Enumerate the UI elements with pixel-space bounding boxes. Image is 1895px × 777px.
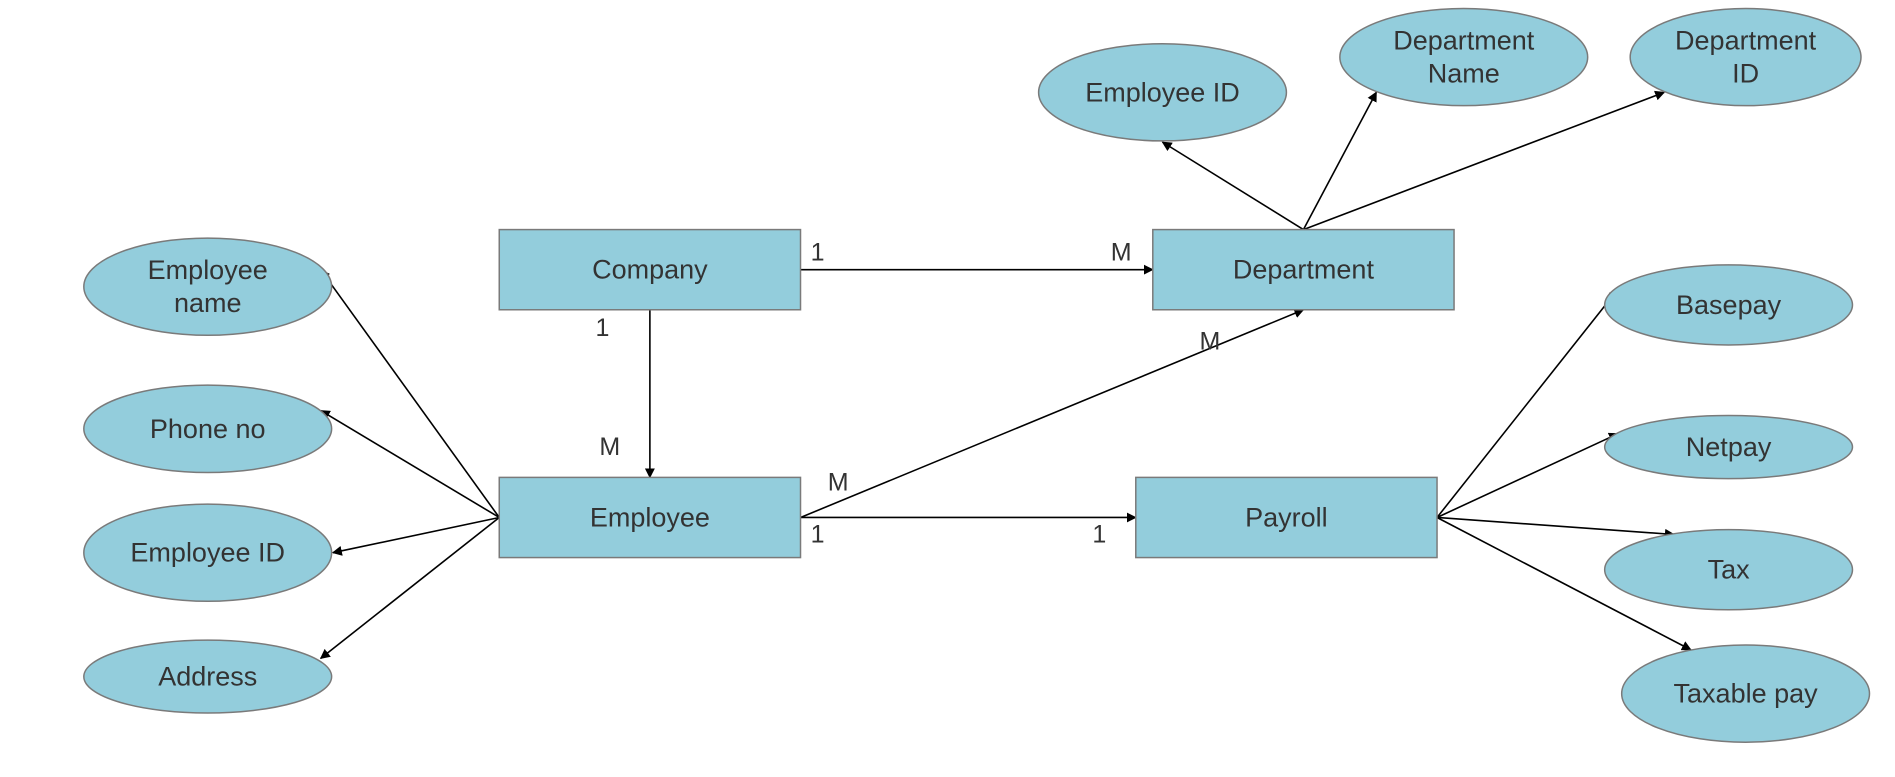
edge-employee-name <box>320 268 500 518</box>
entity-box <box>498 228 802 311</box>
entity-label: Employee <box>590 502 710 532</box>
edge-employee-phone <box>319 409 500 519</box>
attribute-label: Phone no <box>150 414 266 444</box>
cardinality-label: 1 <box>596 314 610 342</box>
entity-box <box>1135 476 1438 559</box>
attribute-label: Address <box>158 662 257 692</box>
entity-box <box>498 476 802 559</box>
edge-payroll-tax <box>1436 516 1675 539</box>
attribute-ellipse <box>1603 528 1854 611</box>
cardinality-label: 1 <box>1092 520 1106 548</box>
entity-payroll[interactable]: Payroll <box>1135 476 1438 559</box>
attribute-phone[interactable]: Phone no <box>83 384 333 474</box>
attribute-basepay[interactable]: Basepay <box>1603 264 1854 346</box>
attribute-ellipse <box>1603 414 1854 480</box>
cardinality-label: M <box>1111 239 1132 267</box>
edge-employee-address <box>319 516 500 660</box>
attribute-ellipse <box>1620 644 1871 743</box>
edge-payroll-taxable <box>1436 516 1692 651</box>
attribute-ellipse <box>1339 7 1589 107</box>
attribute-ellipse <box>83 384 333 474</box>
attribute-label: Netpay <box>1686 432 1772 462</box>
entity-label: Payroll <box>1245 502 1328 532</box>
attribute-label: Name <box>1428 59 1500 89</box>
entity-department[interactable]: Department <box>1152 228 1455 311</box>
attribute-ellipse <box>83 237 333 337</box>
edge-dept-name <box>1302 91 1378 230</box>
edge-payroll-netpay <box>1436 432 1619 519</box>
edge-payroll-basepay <box>1436 288 1619 518</box>
entity-company[interactable]: Company <box>498 228 802 311</box>
cardinality-label: M <box>1199 327 1220 355</box>
entity-label: Department <box>1233 255 1375 285</box>
cardinality-label: M <box>828 468 849 496</box>
edge-employee-id <box>331 516 500 556</box>
attribute-label: Employee <box>148 255 268 285</box>
entity-label: Company <box>592 255 708 285</box>
attribute-label: ID <box>1732 59 1759 89</box>
entity-employee[interactable]: Employee <box>498 476 802 559</box>
attribute-ellipse <box>83 503 333 603</box>
edges-layer <box>319 90 1692 660</box>
cardinality-label: 1 <box>811 520 825 548</box>
attribute-label: Employee ID <box>130 538 285 568</box>
attribute-ellipse <box>1629 7 1862 107</box>
cardinality-label: 1 <box>811 239 825 267</box>
attribute-label: Department <box>1393 26 1535 56</box>
attribute-label: name <box>174 288 242 318</box>
attribute-dept-emp-id[interactable]: Employee ID <box>1037 42 1288 142</box>
attribute-address[interactable]: Address <box>83 639 333 714</box>
attribute-tax[interactable]: Tax <box>1603 528 1854 611</box>
attribute-label: Taxable pay <box>1674 679 1819 709</box>
attribute-netpay[interactable]: Netpay <box>1603 414 1854 480</box>
edge-employee-department <box>800 308 1305 519</box>
attribute-ellipse <box>1037 42 1288 142</box>
attribute-ellipse <box>1603 264 1854 346</box>
edge-dept-id <box>1303 90 1666 231</box>
attribute-taxable[interactable]: Taxable pay <box>1620 644 1871 743</box>
attribute-label: Employee ID <box>1085 77 1240 107</box>
attribute-emp-id-left[interactable]: Employee ID <box>83 503 333 603</box>
attribute-label: Department <box>1675 26 1817 56</box>
attribute-ellipse <box>83 639 333 714</box>
entity-box <box>1152 228 1455 311</box>
attribute-label: Basepay <box>1676 290 1782 320</box>
edge-dept-employee-id <box>1161 141 1304 231</box>
attribute-label: Tax <box>1708 555 1751 585</box>
cardinality-label: M <box>599 433 620 461</box>
